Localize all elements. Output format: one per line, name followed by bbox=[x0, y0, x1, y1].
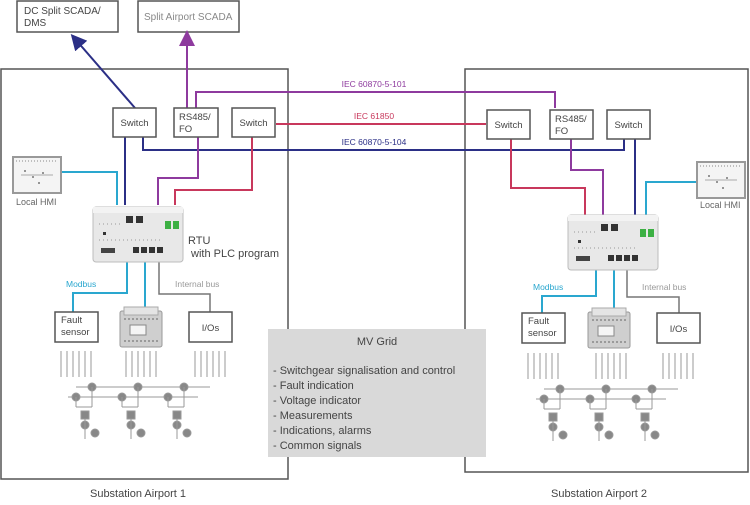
mv-grid-item: - Voltage indicator bbox=[273, 395, 361, 407]
svg-text:Switch: Switch bbox=[240, 118, 268, 129]
s1-rs485-fo-converter[interactable]: RS485/ FO bbox=[173, 107, 219, 138]
label-iec101: IEC 60870-5-101 bbox=[342, 79, 407, 89]
svg-text:FO: FO bbox=[555, 126, 568, 137]
s1-signal-arrows-2 bbox=[125, 350, 157, 378]
s2-signal-arrows-1 bbox=[527, 352, 559, 380]
s2-modbus-label: Modbus bbox=[533, 282, 563, 292]
s2-switch-a[interactable]: Switch bbox=[486, 109, 531, 140]
s1-switch-a[interactable]: Switch bbox=[112, 107, 157, 138]
s1-ios-box[interactable]: I/Os bbox=[188, 311, 233, 343]
airport-scada-label: Split Airport SCADA bbox=[144, 12, 233, 23]
s1-internal-bus-label: Internal bus bbox=[175, 279, 219, 289]
mv-grid-item: - Indications, alarms bbox=[273, 425, 372, 437]
s2-fault-sensor-box[interactable]: Fault sensor bbox=[521, 312, 566, 344]
s1-rtu-label: RTU bbox=[188, 235, 210, 247]
s1-rtu-sublabel: with PLC program bbox=[190, 248, 279, 260]
mv-grid-item: - Switchgear signalisation and control bbox=[273, 365, 455, 377]
s2-relay-icon[interactable] bbox=[587, 307, 631, 349]
s1-rtu-icon[interactable] bbox=[92, 206, 184, 263]
s2-local-hmi-label: Local HMI bbox=[700, 200, 741, 210]
substation-1-frame bbox=[0, 68, 289, 480]
uplink-dc-scada bbox=[70, 33, 136, 109]
s1-switch-b[interactable]: Switch bbox=[231, 107, 276, 138]
svg-text:Fault: Fault bbox=[528, 316, 549, 327]
svg-text:I/Os: I/Os bbox=[202, 323, 220, 334]
svg-text:Fault: Fault bbox=[61, 315, 82, 326]
mv-grid-item: - Common signals bbox=[273, 440, 362, 452]
s1-signal-arrows-1 bbox=[60, 350, 92, 378]
substation-1-label: Substation Airport 1 bbox=[90, 488, 186, 500]
svg-text:sensor: sensor bbox=[528, 328, 557, 339]
mv-grid-item: - Fault indication bbox=[273, 380, 354, 392]
s2-signal-arrows-2 bbox=[595, 352, 627, 380]
s1-relay-icon[interactable] bbox=[119, 306, 163, 348]
dc-scada-line2: DMS bbox=[24, 18, 47, 29]
s2-switch-b[interactable]: Switch bbox=[606, 109, 651, 140]
svg-text:Switch: Switch bbox=[615, 120, 643, 131]
dc-split-scada-box: DC Split SCADA/ DMS bbox=[16, 0, 119, 33]
s2-signal-arrows-3 bbox=[662, 352, 694, 380]
substation-2-label: Substation Airport 2 bbox=[551, 488, 647, 500]
split-airport-scada-box: Split Airport SCADA bbox=[137, 0, 240, 33]
iec101-link bbox=[195, 91, 556, 108]
s2-internal-bus-label: Internal bus bbox=[642, 282, 686, 292]
svg-text:RS485/: RS485/ bbox=[555, 114, 587, 125]
mv-grid-box: MV Grid - Switchgear signalisation and c… bbox=[268, 329, 486, 457]
label-iec104: IEC 60870-5-104 bbox=[342, 137, 407, 147]
s2-local-hmi-icon[interactable] bbox=[696, 161, 746, 199]
svg-text:Switch: Switch bbox=[121, 118, 149, 129]
dc-scada-line1: DC Split SCADA/ bbox=[24, 6, 101, 17]
s1-signal-arrows-3 bbox=[194, 350, 226, 378]
s1-single-line-diagram bbox=[68, 383, 210, 439]
s2-single-line-diagram bbox=[536, 385, 678, 441]
svg-text:sensor: sensor bbox=[61, 327, 90, 338]
svg-text:Switch: Switch bbox=[495, 120, 523, 131]
s1-modbus-label: Modbus bbox=[66, 279, 96, 289]
mv-grid-title: MV Grid bbox=[357, 336, 397, 348]
s2-ios-box[interactable]: I/Os bbox=[656, 312, 701, 344]
svg-text:FO: FO bbox=[179, 124, 192, 135]
iec104-link bbox=[142, 136, 625, 151]
s1-local-hmi-icon[interactable] bbox=[12, 156, 62, 194]
svg-text:RS485/: RS485/ bbox=[179, 112, 211, 123]
mv-grid-item: - Measurements bbox=[273, 410, 353, 422]
s2-rtu-icon[interactable] bbox=[567, 214, 659, 271]
s1-local-hmi-label: Local HMI bbox=[16, 197, 57, 207]
s1-fault-sensor-box[interactable]: Fault sensor bbox=[54, 311, 99, 343]
label-iec61850: IEC 61850 bbox=[354, 111, 394, 121]
svg-text:I/Os: I/Os bbox=[670, 324, 688, 335]
substation-2-frame bbox=[464, 68, 749, 473]
s2-rs485-fo-converter[interactable]: RS485/ FO bbox=[549, 109, 594, 140]
